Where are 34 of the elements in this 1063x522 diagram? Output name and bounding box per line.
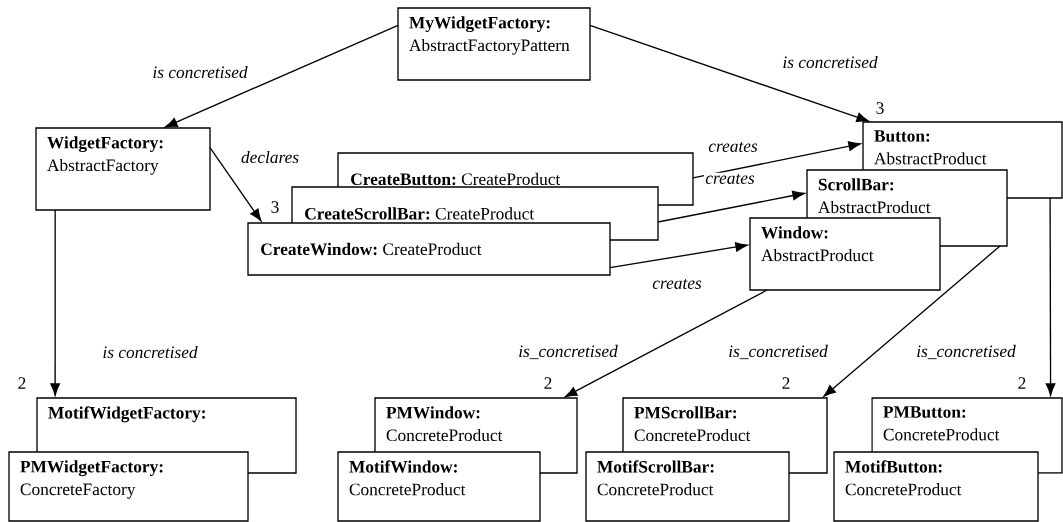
edge-label: creates — [650, 277, 704, 291]
arrow — [564, 289, 768, 398]
edge-label: creates — [706, 140, 760, 154]
edge-label: is concretised — [101, 344, 199, 360]
arrow — [209, 147, 262, 222]
arrow — [589, 24, 869, 123]
multiplicity-label: 3 — [876, 102, 884, 114]
edge-label: is concretised — [151, 64, 249, 80]
edge-label: is_concretised — [914, 343, 1018, 361]
object-box: PMWidgetFactory: ConcreteFactory — [8, 451, 249, 522]
object-box: MyWidgetFactory: AbstractFactoryPattern — [397, 7, 591, 81]
edge-label: creates — [703, 172, 757, 186]
arrow — [1045, 197, 1056, 396]
multiplicity-label: 2 — [544, 377, 552, 389]
object-box: MotifButton: ConcreteProduct — [833, 451, 1039, 522]
object-box: MotifScrollBar: ConcreteProduct — [585, 451, 790, 522]
multiplicity-label: 3 — [271, 201, 279, 213]
edge-label: declares — [239, 149, 301, 165]
object-box: MotifWindow: ConcreteProduct — [337, 451, 541, 522]
edge-label: is_concretised — [726, 343, 830, 361]
arrow — [692, 141, 861, 179]
multiplicity-label: 2 — [782, 377, 790, 389]
arrow — [657, 190, 805, 223]
arrow — [609, 242, 748, 269]
multiplicity-label: 2 — [1018, 377, 1026, 389]
arrow — [823, 245, 1001, 397]
object-box: CreateWindow: CreateProduct — [247, 222, 611, 276]
edge-label: is_concretised — [516, 343, 620, 361]
edge-label: is concretised — [781, 54, 879, 70]
arrow — [164, 24, 399, 128]
object-box: WidgetFactory: AbstractFactory — [35, 127, 211, 211]
arrow — [50, 209, 60, 396]
object-box: Window: AbstractProduct — [749, 217, 941, 291]
multiplicity-label: 2 — [18, 377, 26, 389]
